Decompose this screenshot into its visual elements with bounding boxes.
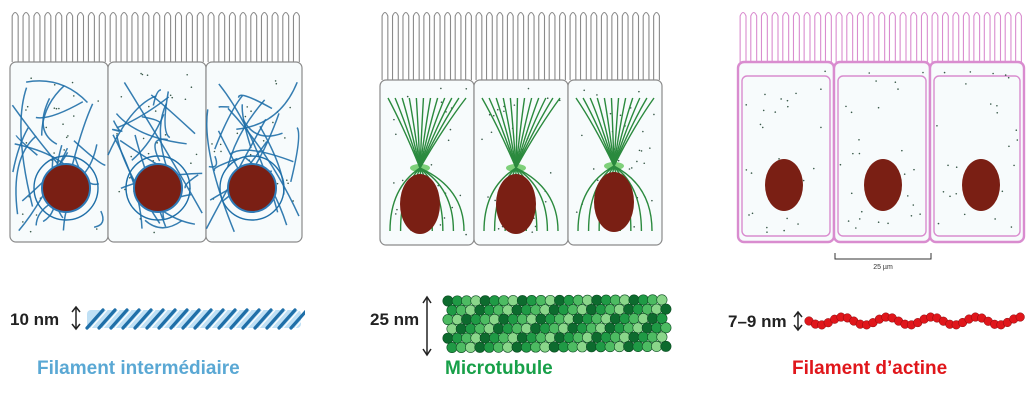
nucleus <box>962 159 1000 211</box>
microvilli <box>740 13 831 63</box>
cell-body <box>108 62 206 242</box>
cell-body <box>206 62 302 242</box>
microtubule-cells-illustration <box>370 0 670 290</box>
actin-filament-cells-illustration: 25 µm <box>728 0 1031 290</box>
actin-filament-bead-illustration <box>804 308 1029 334</box>
actin-filament-size-arrow <box>792 310 804 332</box>
cell-body <box>738 62 834 242</box>
scale-bar-label: 25 µm <box>873 264 893 271</box>
panel-actin-filament: 25 µm 7–9 nm Filament d’actine <box>728 0 1031 405</box>
nucleus <box>594 172 634 232</box>
panel-microtubule: 25 nm Microtubule <box>370 0 670 405</box>
microtubule-tube-illustration <box>434 293 674 357</box>
microvilli <box>836 13 927 63</box>
microtubule-cell-group <box>380 13 662 246</box>
microtubule-size-label: 25 nm <box>370 310 419 330</box>
microvilli <box>476 13 565 81</box>
intermediate-filament-size-label: 10 nm <box>10 310 59 330</box>
intermediate-filament-size-arrow <box>70 305 82 331</box>
microvilli <box>932 13 1021 63</box>
microvilli <box>110 13 203 63</box>
nucleus <box>42 164 90 212</box>
nucleus <box>765 159 803 211</box>
scale-bar: 25 µm <box>835 253 931 271</box>
actin-filament-cell-group <box>738 13 1024 243</box>
microvilli <box>570 13 659 81</box>
microvilli <box>12 13 105 63</box>
panel-intermediate-filament: 10 nm Filament intermédiaire <box>0 0 340 405</box>
microtubule-caption: Microtubule <box>445 358 553 380</box>
intermediate-filament-caption: Filament intermédiaire <box>37 358 240 380</box>
microvilli <box>382 13 471 81</box>
nucleus <box>864 159 902 211</box>
cell-body <box>10 62 108 242</box>
nucleus <box>228 164 276 212</box>
nucleus <box>400 174 440 234</box>
nucleus <box>496 174 536 234</box>
microvilli <box>208 13 299 63</box>
intermediate-filament-rope-illustration <box>85 304 305 334</box>
actin-filament-size-label: 7–9 nm <box>728 312 787 332</box>
microtubule-size-arrow <box>420 295 434 357</box>
nucleus <box>134 164 182 212</box>
actin-filament-caption: Filament d’actine <box>792 358 947 380</box>
intermediate-filament-cell-group <box>10 13 302 243</box>
intermediate-filament-cells-illustration <box>0 0 340 290</box>
cell-body <box>834 62 930 242</box>
cell-body <box>930 62 1024 242</box>
